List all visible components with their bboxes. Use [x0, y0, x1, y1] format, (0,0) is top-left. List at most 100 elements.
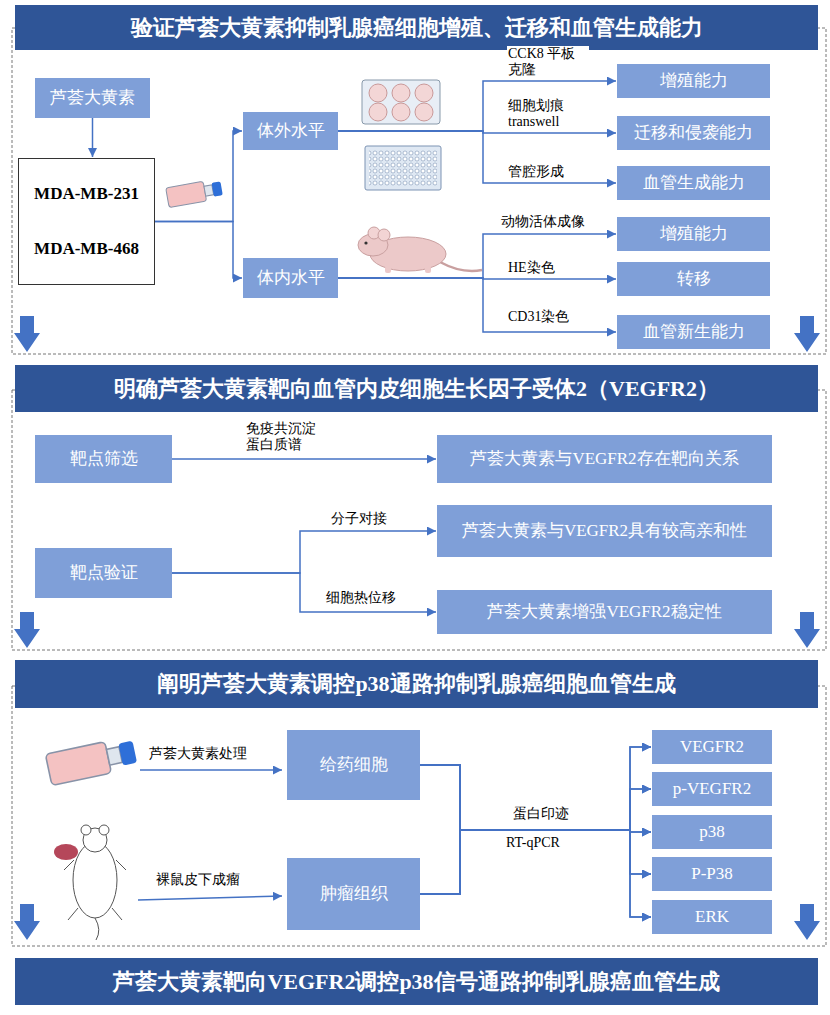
method-label: CCK8 平板克隆 [507, 46, 589, 78]
wells [369, 150, 437, 186]
well [415, 103, 433, 121]
banner-text: 芦荟大黄素靶向VEGFR2调控p38信号通路抑制乳腺癌血管生成 [113, 967, 719, 997]
box-label: 肿瘤组织 [320, 883, 388, 904]
process-box: 芦荟大黄素 [35, 78, 150, 118]
protein-box: p-VEGFR2 [652, 772, 772, 806]
connector [420, 830, 651, 894]
method-label: HE染色 [507, 260, 599, 276]
result-box: 迁移和侵袭能力 [617, 116, 770, 150]
connector [420, 765, 651, 874]
box-label: 芦荟大黄素与VEGFR2存在靶向关系 [470, 448, 738, 469]
protein-box: P-P38 [652, 857, 772, 891]
section-panel [12, 28, 826, 354]
connector [338, 131, 616, 183]
down-arrow [794, 612, 820, 648]
well [392, 103, 410, 121]
step-label: RT-qPCR [505, 835, 597, 851]
connector [420, 765, 651, 830]
box-label: p38 [699, 821, 725, 842]
box-label: 给药细胞 [320, 754, 388, 775]
result-box: 增殖能力 [617, 64, 770, 98]
connector [155, 222, 242, 279]
down-arrow [794, 316, 820, 352]
box-label: MDA-MB-468 [34, 239, 139, 259]
flask-cap [118, 741, 137, 766]
xenograft-arrow [138, 896, 282, 900]
section-panel [12, 390, 826, 650]
mouse-tail [95, 918, 99, 940]
result-box: 血管新生能力 [617, 315, 770, 349]
method-label: 免疫共沉淀 蛋白质谱 [245, 421, 332, 453]
method-label: 分子对接 [330, 511, 412, 527]
box-label: 芦荟大黄素 [50, 87, 135, 108]
box-label: p-VEGFR2 [673, 778, 751, 799]
plate [362, 80, 440, 124]
six-well-plate [362, 80, 440, 124]
tumor [54, 844, 78, 860]
box-label: 靶点筛选 [70, 448, 138, 469]
section-panel [12, 686, 826, 946]
box-label: 血管生成能力 [643, 172, 745, 193]
connector [338, 234, 616, 278]
down-arrow [14, 904, 40, 940]
result-box: 转移 [617, 262, 770, 296]
mouse-ear [378, 229, 390, 241]
banner-text: 阐明芦荟大黄素调控p38通路抑制乳腺癌细胞血管生成 [157, 669, 675, 699]
well [415, 84, 433, 102]
culture-flask [45, 736, 138, 786]
box-label: 转移 [677, 268, 711, 289]
connector [420, 830, 651, 917]
down-arrow [14, 316, 40, 352]
result-box: 芦荟大黄素增强VEGFR2稳定性 [437, 590, 772, 634]
step-label: 裸鼠皮下成瘤 [155, 872, 272, 888]
connector [338, 278, 616, 332]
mouse-tail [440, 262, 482, 271]
box-label: 体内水平 [257, 267, 325, 288]
connector [172, 531, 436, 573]
mouse-body [73, 842, 117, 918]
well [392, 84, 410, 102]
section-banner: 明确芦荟大黄素靶向血管内皮细胞生长因子受体2（VEGFR2） [15, 365, 818, 412]
box-label: ERK [695, 906, 729, 927]
connector [172, 458, 436, 460]
connector [420, 765, 651, 917]
connector [420, 747, 651, 894]
well [369, 84, 387, 102]
section-banner: 验证芦荟大黄素抑制乳腺癌细胞增殖、迁移和血管生成能力 [15, 5, 818, 50]
result-box: 血管生成能力 [617, 166, 770, 200]
mouse-leg [425, 266, 431, 273]
conclusion-banner: 芦荟大黄素靶向VEGFR2调控p38信号通路抑制乳腺癌血管生成 [15, 958, 818, 1005]
level-box: 体内水平 [243, 258, 338, 298]
box-label: 增殖能力 [660, 70, 728, 91]
flask-body [45, 742, 111, 786]
box-label: VEGFR2 [680, 736, 744, 757]
protein-box: ERK [652, 900, 772, 934]
banner-text: 验证芦荟大黄素抑制乳腺癌细胞增殖、迁移和血管生成能力 [131, 13, 703, 43]
sample-box: 给药细胞 [287, 730, 420, 800]
mouse-ear [99, 825, 109, 835]
mouse-eye [364, 241, 367, 244]
connector [172, 573, 436, 612]
connector [420, 789, 651, 894]
connector [155, 131, 242, 222]
connector [92, 118, 94, 157]
flow-arrows [14, 316, 820, 940]
process-box: 靶点筛选 [35, 435, 172, 483]
result-box: 芦荟大黄素与VEGFR2存在靶向关系 [437, 435, 772, 483]
down-arrow [794, 904, 820, 940]
process-box: 靶点验证 [35, 548, 172, 598]
method-label: CD31染色 [507, 309, 599, 325]
box-label: 增殖能力 [660, 223, 728, 244]
down-arrow [14, 612, 40, 648]
cell-line-box: MDA-MB-231MDA-MB-468 [18, 158, 155, 285]
method-label: 动物活体成像 [500, 214, 612, 230]
section-banner: 阐明芦荟大黄素调控p38通路抑制乳腺癌细胞血管生成 [15, 660, 818, 708]
box-label: 芦荟大黄素与VEGFR2具有较高亲和性 [462, 520, 747, 541]
flask-neck [204, 185, 214, 196]
method-label: 管腔形成 [507, 164, 599, 180]
mouse-legs [64, 860, 126, 920]
connector [338, 81, 616, 131]
96-well-plate [365, 146, 441, 190]
sample-box: 肿瘤组织 [287, 858, 420, 930]
box-label: 靶点验证 [70, 562, 138, 583]
